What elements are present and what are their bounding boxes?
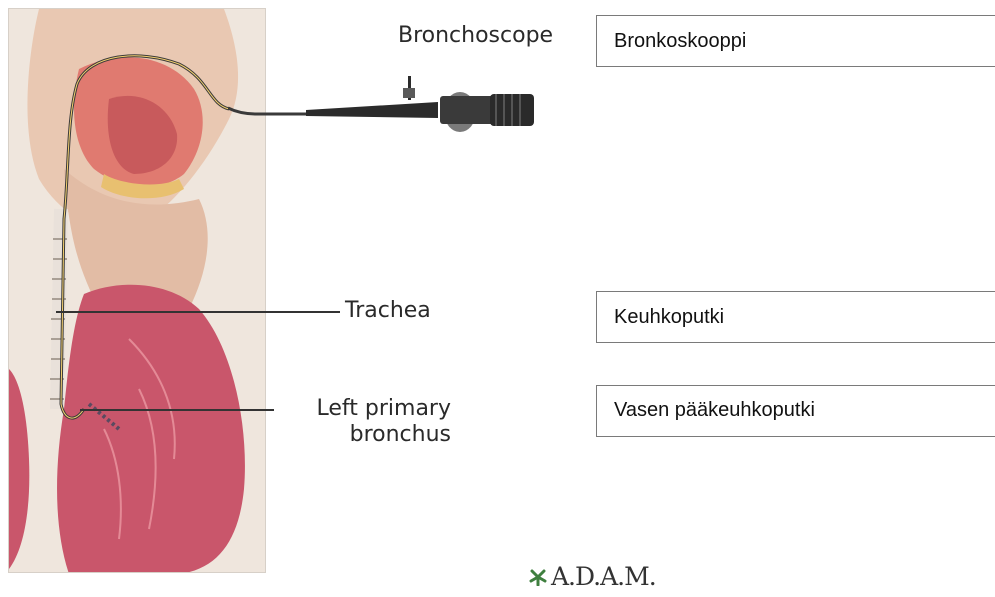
translation-box-bronchoscope: Bronkoskooppi xyxy=(596,15,995,67)
bronchoscope-device xyxy=(228,60,548,140)
left-primary-line1: Left primary xyxy=(281,396,451,422)
translation-box-trachea: Keuhkoputki xyxy=(596,291,995,343)
adam-logo-text: A.D.A.M. xyxy=(551,562,656,591)
scope-handle xyxy=(440,96,495,124)
scope-cable xyxy=(228,108,308,114)
trachea-label: Trachea xyxy=(345,298,431,324)
left-primary-line2: bronchus xyxy=(281,422,451,448)
left-primary-bronchus-label: Left primary bronchus xyxy=(281,396,451,448)
scope-valve xyxy=(403,88,415,98)
translation-box-left-primary-bronchus: Vasen pääkeuhkoputki xyxy=(596,385,995,437)
scope-shaft xyxy=(306,102,438,118)
adam-leaf-icon xyxy=(528,568,548,586)
bronchoscope-label: Bronchoscope xyxy=(398,23,553,49)
trachea-leader-line xyxy=(56,311,340,313)
bronchus-leader-line xyxy=(80,409,274,411)
adam-logo: A.D.A.M. xyxy=(528,562,656,591)
